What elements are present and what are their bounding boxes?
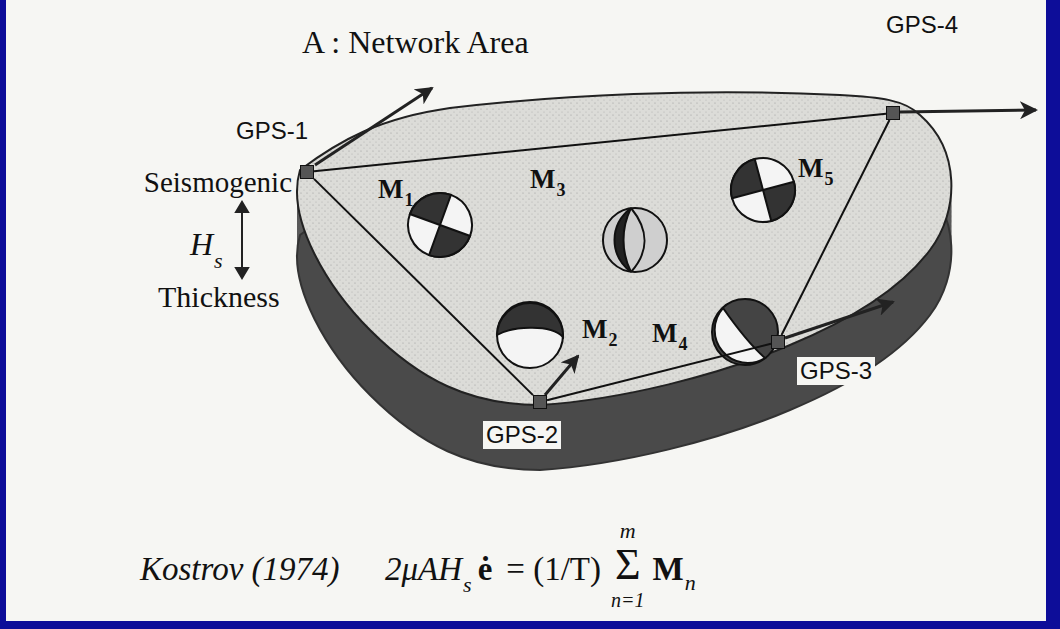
formula-text: 2μAH [385, 553, 462, 586]
figure-label: H [190, 228, 213, 260]
figure-label: M [582, 316, 607, 343]
baseline-line [547, 344, 771, 400]
formula-text: n=1 [611, 590, 645, 610]
gps-station: GPS-1 [300, 165, 314, 179]
figure-label: Thickness [158, 282, 280, 312]
figure-label: M [798, 155, 823, 182]
figure-label: 4 [678, 335, 687, 353]
figure-label: M [530, 166, 555, 193]
station-label: GPS-3 [797, 357, 875, 385]
formula-text: M [653, 553, 684, 586]
station-label: GPS-4 [883, 11, 961, 39]
figure-label: Seismogenic [144, 168, 292, 197]
figure-label: 3 [556, 181, 565, 199]
figure-label: 1 [404, 191, 413, 209]
baseline-line [782, 120, 890, 335]
gps-station: GPS-2 [533, 395, 547, 409]
station-label: GPS-2 [483, 421, 561, 449]
formula-text: ė [478, 553, 493, 586]
baseline-line [314, 179, 533, 395]
formula-text: = (1/T) [506, 553, 601, 586]
formula-text: Σ [615, 543, 641, 587]
formula-text: Kostrov (1974) [140, 553, 340, 586]
gps-station: GPS-3 [771, 335, 785, 349]
station-label: GPS-1 [233, 117, 311, 145]
figure-label: s [214, 250, 223, 272]
formula-text: s [463, 574, 472, 596]
formula-text: n [685, 572, 696, 594]
figure-label: 2 [608, 331, 617, 349]
gps-station: GPS-4 [886, 106, 900, 120]
area-label: A : Network Area [302, 26, 529, 58]
figure-label: M [652, 320, 677, 347]
formula-text: m [620, 520, 636, 542]
figure-label: 5 [824, 170, 833, 188]
figure-label: M [378, 176, 403, 203]
